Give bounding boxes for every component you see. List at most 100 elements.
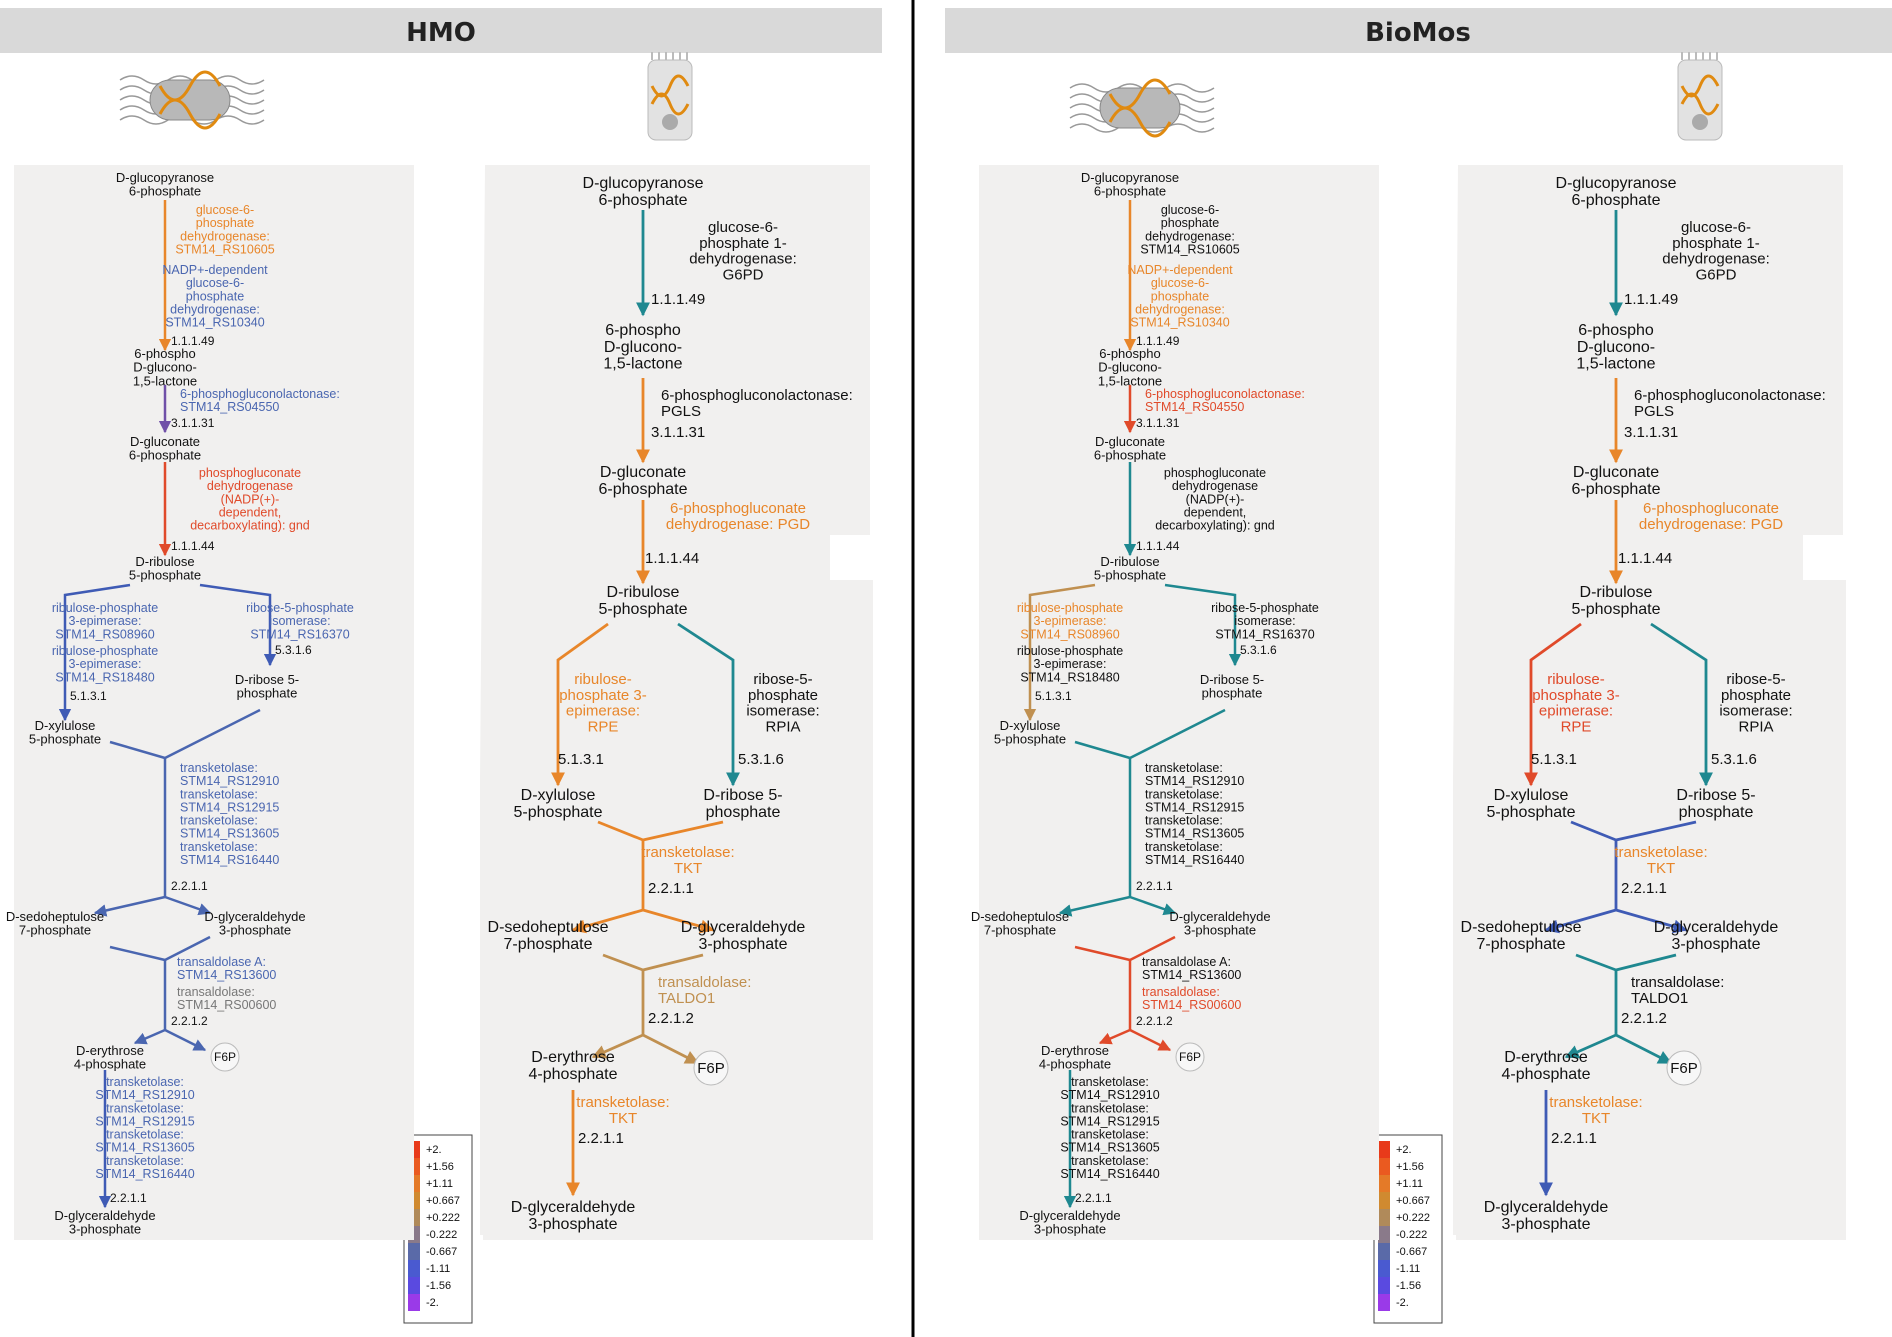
reaction-edge [1615,1033,1673,1065]
reaction-edge [1575,953,1617,972]
legend-swatch [408,1294,420,1311]
legend-label: -0.222 [1396,1229,1427,1241]
legend-label: -0.667 [426,1246,457,1258]
ec-number: 2.2.1.1 [1075,1191,1112,1205]
enzyme-label: transketolase:TKT [1549,1094,1642,1127]
reaction-edge [1129,1028,1172,1052]
legend-swatch [1378,1277,1390,1294]
bacterium-icon [119,70,265,130]
ec-number: 2.2.1.1 [578,1130,624,1147]
reaction-edge [109,740,166,760]
legend-label: +0.667 [426,1195,460,1207]
enzyme-label: transketolase:TKT [576,1094,669,1127]
reaction-edge [1164,583,1242,667]
reaction-edge [1074,740,1131,760]
legend-label: -1.11 [1396,1263,1420,1275]
enzyme-label: transaldolase A:STM14_RS13600 [1142,955,1241,982]
legend-label: -1.56 [426,1280,451,1292]
enzyme-label: ribulose-phosphate 3-epimerase:RPE [559,671,647,735]
metabolite-r5p: D-ribose 5-phosphate [1200,672,1264,701]
ec-number: 1.1.1.44 [645,550,699,567]
f6p-node [1666,1050,1702,1086]
reaction-edge [199,583,277,667]
ec-number: 5.1.3.1 [1531,751,1577,768]
reaction-edge [109,945,166,962]
ec-number: 1.1.1.44 [1136,539,1180,553]
ec-number: 2.2.1.2 [648,1010,694,1027]
legend-label: -2. [1396,1297,1409,1309]
reaction-edge [1650,622,1713,787]
reaction-edge [551,622,609,787]
legend-swatch [408,1243,420,1260]
ec-number: 2.2.1.1 [171,879,208,893]
reaction-edge [164,895,212,916]
reaction-edge [642,820,724,842]
reaction-edge [1098,1028,1131,1045]
reaction-edge [1524,622,1582,787]
pathway-panel [1456,580,1846,1240]
ec-number: 5.3.1.6 [1240,643,1277,657]
ec-number: 2.2.1.2 [1136,1014,1173,1028]
reaction-edge [677,622,740,787]
reaction-edge [1570,820,1617,842]
legend-label: +2. [1396,1144,1412,1156]
reaction-edge [1129,708,1226,760]
reaction-edge [1129,935,1176,962]
enzyme-label: 6-phosphogluconolactonase:STM14_RS04550 [180,387,340,414]
ec-number: 1.1.1.44 [171,539,215,553]
reaction-edge [597,820,644,842]
legend-swatch [1378,1141,1390,1158]
ec-number: 3.1.1.31 [171,416,215,430]
ec-number: 1.1.1.49 [651,291,705,308]
reaction-edge [164,935,211,962]
ec-number: 5.1.3.1 [558,751,604,768]
ec-number: 2.2.1.2 [1621,1010,1667,1027]
metabolite-r5p: D-ribose 5-phosphate [235,672,299,701]
legend-label: -1.56 [1396,1280,1421,1292]
enzyme-label: transaldolase A:STM14_RS13600 [177,955,276,982]
legend-label: +0.667 [1396,1195,1430,1207]
reaction-edge [133,1028,166,1045]
metabolite-f6p: F6P [214,1050,236,1064]
enzyme-label: glucose-6-phosphate 1-dehydrogenase:G6PD [1662,219,1770,283]
legend-label: +1.11 [1396,1178,1423,1190]
metabolite-f6p: F6P [697,1060,725,1077]
reaction-edge [1074,945,1131,962]
f6p-node [210,1042,240,1072]
reaction-edge [642,1033,700,1065]
legend-swatch [1378,1175,1390,1192]
ec-number: 2.2.1.1 [1136,879,1173,893]
legend-label: -2. [426,1297,439,1309]
reaction-edge [164,1028,207,1052]
ec-number: 2.2.1.1 [1621,880,1667,897]
enzyme-label: 6-phosphogluconolactonase:PGLS [661,387,853,420]
